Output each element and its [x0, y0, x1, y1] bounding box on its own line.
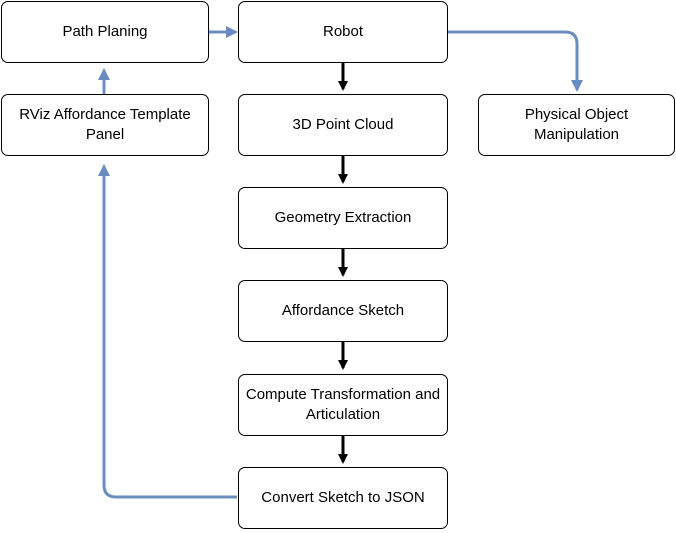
- node-compute-transformation: Compute Transformation and Articulation: [238, 374, 448, 436]
- node-convert-sketch: Convert Sketch to JSON: [238, 467, 448, 529]
- node-point-cloud: 3D Point Cloud: [238, 94, 448, 156]
- node-affordance-sketch: Affordance Sketch: [238, 280, 448, 342]
- edge-robot-to-physical-manipulation: [448, 30, 583, 92]
- node-physical-manipulation: Physical Object Manipulation: [478, 94, 675, 156]
- edge-convert-sketch-to-rviz-panel: [98, 164, 237, 499]
- node-robot: Robot: [238, 1, 448, 63]
- node-rviz-panel: RViz Affordance Template Panel: [1, 94, 209, 156]
- node-geometry-extraction: Geometry Extraction: [238, 187, 448, 249]
- node-path-planning: Path Planing: [1, 1, 209, 63]
